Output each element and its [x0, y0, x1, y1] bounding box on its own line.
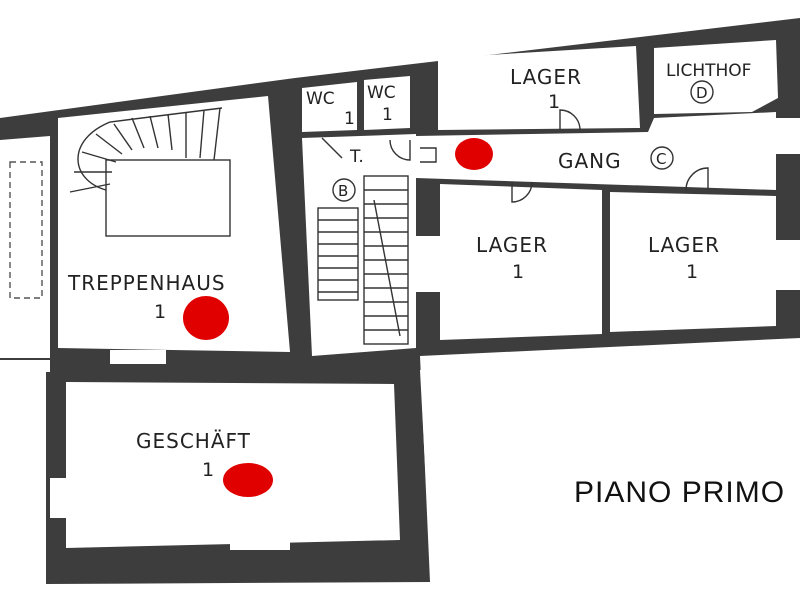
stairs	[9, 107, 409, 345]
marker-dot-treppenhaus	[183, 296, 229, 340]
lichthof-symbol: D	[696, 84, 708, 102]
small-t-label: T.	[349, 147, 364, 167]
lager-top-room	[438, 46, 640, 130]
treppenhaus-number: 1	[154, 301, 166, 323]
lager-right-room	[610, 192, 776, 332]
stair-b-circle	[332, 178, 356, 202]
lager-right-label: LAGER	[648, 233, 720, 257]
lager-right-number: 1	[686, 261, 698, 283]
treppenhaus-label: TREPPENHAUS	[67, 271, 226, 295]
markers	[183, 138, 493, 497]
labels: TREPPENHAUS 1 GESCHÄFT 1 WC 1 WC 1 LAGER…	[67, 61, 785, 509]
gang-symbol-circle	[650, 146, 674, 170]
marker-dot-geschaeft	[223, 463, 273, 497]
wc-right-number: 1	[382, 105, 393, 125]
marker-dot-gang	[455, 138, 493, 170]
doors	[0, 109, 800, 550]
gang-label: GANG	[558, 149, 622, 173]
gang-symbol: C	[656, 150, 666, 168]
wc-left-room	[302, 82, 357, 132]
floor-title: PIANO PRIMO	[574, 476, 785, 509]
wc-right-room	[364, 76, 410, 130]
stair-area-room	[302, 134, 416, 356]
lager-top-label: LAGER	[510, 65, 582, 89]
courtyard-area	[420, 348, 800, 598]
geschaeft-label: GESCHÄFT	[136, 429, 251, 453]
lager-mid-room	[440, 184, 602, 340]
lichthof-room	[654, 40, 778, 114]
stair-b-symbol: B	[338, 182, 348, 200]
lichthof-label: LICHTHOF	[666, 61, 751, 81]
wc-right-label: WC	[367, 83, 396, 103]
geschaeft-number: 1	[202, 459, 214, 481]
wc-left-number: 1	[344, 109, 355, 129]
geschaeft-room	[66, 382, 400, 548]
gang-room	[416, 112, 776, 190]
lager-mid-number: 1	[512, 261, 524, 283]
treppenhaus-room	[58, 96, 290, 352]
lichthof-symbol-circle	[690, 80, 714, 104]
lager-mid-label: LAGER	[476, 233, 548, 257]
lager-top-number: 1	[548, 91, 560, 113]
left-strip-room	[0, 136, 50, 358]
wc-left-label: WC	[306, 89, 335, 109]
